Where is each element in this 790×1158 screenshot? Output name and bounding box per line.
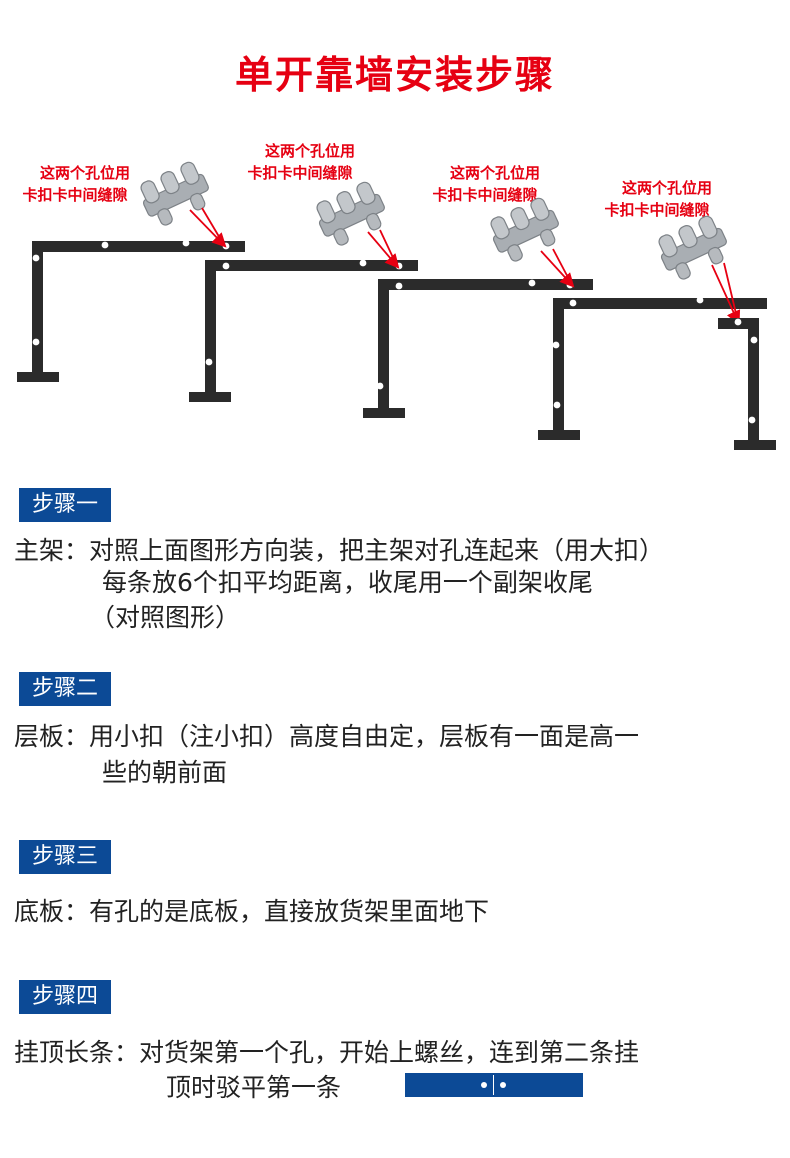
frame-hole: [101, 241, 109, 249]
clip-connector-icon: [316, 181, 385, 246]
top-strip-illustration: [405, 1073, 583, 1097]
frame-hole: [182, 239, 190, 247]
pointer-arrow: [711, 264, 741, 326]
clip-connector-icon: [490, 197, 559, 262]
frame-hole: [395, 282, 403, 290]
shelf-post: [748, 318, 759, 442]
shelf-foot: [363, 408, 405, 418]
frame-hole: [528, 279, 536, 287]
step-1-line-1: 主架：对照上面图形方向装，把主架对孔连起来（用大扣）: [14, 536, 665, 565]
shelf-post: [553, 298, 564, 434]
frame-hole: [359, 259, 367, 267]
pointer-arrow: [723, 262, 739, 323]
frame-hole: [553, 401, 561, 409]
clip-note-line-2: 卡扣卡中间缝隙: [432, 186, 537, 204]
frame-hole: [552, 341, 560, 349]
frame-hole: [696, 296, 704, 304]
installation-diagram: 这两个孔位用卡扣卡中间缝隙这两个孔位用卡扣卡中间缝隙这两个孔位用卡扣卡中间缝隙这…: [17, 142, 776, 450]
shelf-top-bar: [205, 260, 418, 271]
clip-connector-icon: [658, 215, 727, 280]
page-title: 单开靠墙安装步骤: [234, 53, 555, 97]
shelf-post: [32, 241, 43, 377]
step-1-badge: 步骤一: [19, 488, 111, 522]
step-1-line-2: 每条放6个扣平均距离，收尾用一个副架收尾: [102, 568, 593, 597]
clip-note-line-1: 这两个孔位用: [450, 164, 540, 182]
shelf-post: [378, 279, 389, 415]
shelf-top-bar: [553, 298, 767, 309]
shelf-foot: [17, 372, 59, 382]
step-2-badge: 步骤二: [19, 672, 111, 706]
shelf-foot: [734, 440, 776, 450]
strip-joint: [493, 1075, 494, 1095]
shelf-post: [205, 260, 216, 396]
pointer-arrow: [367, 231, 400, 269]
pointer-arrow: [189, 209, 227, 248]
pointer-arrow: [379, 229, 398, 267]
clip-note-line-2: 卡扣卡中间缝隙: [247, 164, 352, 182]
strip-hole: [500, 1082, 506, 1088]
frame-hole: [222, 262, 230, 270]
frame-hole: [750, 336, 758, 344]
shelf-top-bar: [378, 279, 593, 290]
strip-hole: [481, 1082, 487, 1088]
frame-hole: [205, 358, 213, 366]
step-4-line-1: 挂顶长条：对货架第一个孔，开始上螺丝，连到第二条挂: [14, 1038, 640, 1067]
step-3-line-1: 底板：有孔的是底板，直接放货架里面地下: [14, 897, 490, 926]
shelf-top-bar: [32, 241, 245, 252]
pointer-arrow: [540, 250, 575, 288]
step-4-line-2: 顶时驳平第一条: [166, 1073, 342, 1102]
step-1-line-3: （对照图形）: [90, 603, 241, 632]
clip-connector-icon: [140, 161, 209, 226]
shelf-foot: [189, 392, 231, 402]
step-2-line-2: 些的朝前面: [102, 758, 228, 787]
pointer-arrow: [201, 207, 225, 246]
shelf-foot: [538, 430, 580, 440]
frame-hole: [569, 299, 577, 307]
pointer-arrow: [552, 248, 573, 286]
frame-hole: [376, 382, 384, 390]
step-4-badge: 步骤四: [19, 980, 111, 1014]
clip-note-line-1: 这两个孔位用: [265, 142, 355, 160]
clip-note-line-1: 这两个孔位用: [622, 179, 712, 197]
frame-hole: [734, 318, 742, 326]
frame-hole: [32, 254, 40, 262]
step-3-badge: 步骤三: [19, 840, 111, 874]
frame-hole: [748, 416, 756, 424]
step-2-line-1: 层板：用小扣（注小扣）高度自由定，层板有一面是高一: [14, 722, 640, 751]
clip-note-line-1: 这两个孔位用: [40, 164, 130, 182]
frame-hole: [32, 338, 40, 346]
clip-note-line-2: 卡扣卡中间缝隙: [604, 201, 709, 219]
clip-note-line-2: 卡扣卡中间缝隙: [22, 186, 127, 204]
